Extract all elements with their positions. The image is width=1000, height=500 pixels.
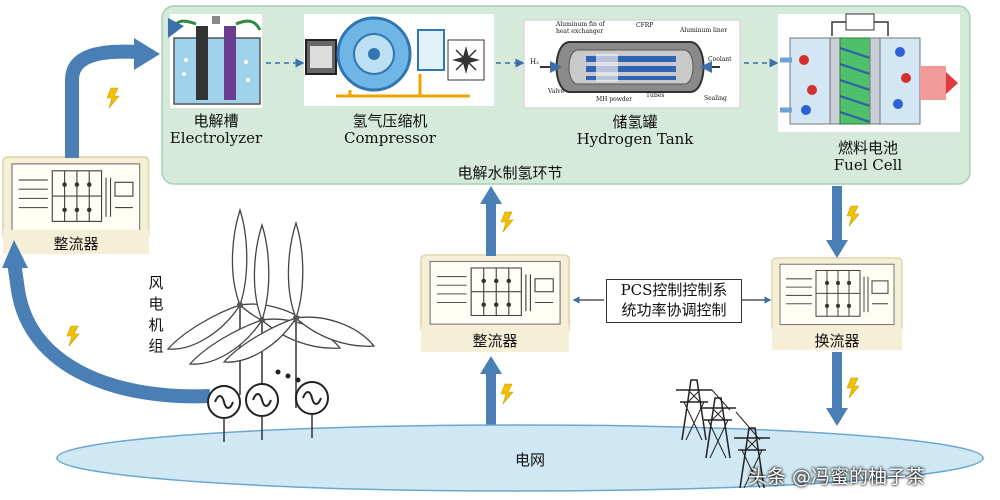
left-rectifier-label: 整流器 <box>53 235 99 253</box>
compressor-zh: 氢气压缩机 <box>352 112 428 130</box>
wind-turbines <box>167 209 375 411</box>
electrolyzer-zh: 电解槽 <box>193 112 239 130</box>
fuelcell-en: Fuel Cell <box>833 156 903 174</box>
wind-label-char-4: 组 <box>148 337 164 355</box>
compressor-picture <box>304 14 494 106</box>
tank-label-sealing: Sealing <box>704 95 727 102</box>
tank-label-cfrp: CFRP <box>636 22 654 29</box>
fuelcell-zh: 燃料电池 <box>837 139 898 157</box>
tank-label-mh: MH powder <box>596 96 633 103</box>
power-grid-ellipse <box>56 424 984 492</box>
compressor-en: Compressor <box>344 129 436 147</box>
tank-en: Hydrogen Tank <box>576 130 694 148</box>
electrolyzer-picture <box>167 14 262 108</box>
tank-label-h2: H₂ <box>530 58 539 66</box>
electrolyzer-en: Electrolyzer <box>169 129 263 147</box>
power-flow-arrows <box>2 38 848 428</box>
transmission-towers <box>675 379 771 489</box>
wind-label: 风 电 机 组 <box>146 273 166 357</box>
hydrogen-tank-picture <box>523 19 741 109</box>
tank-label-valve: Valve <box>548 88 565 95</box>
fuel-cell-picture <box>778 13 960 132</box>
mid-rectifier-box <box>420 254 571 334</box>
wind-label-char-2: 电 <box>148 295 164 313</box>
inverter-label: 换流器 <box>814 332 860 350</box>
wind-label-char-1: 风 <box>148 274 164 292</box>
wind-label-char-3: 机 <box>148 316 164 334</box>
pcs-control-box: PCS控制控制系 统功率协调控制 <box>606 279 742 323</box>
tank-label-fin: Aluminum fin of <box>556 21 605 28</box>
pcs-line-2: 统功率协调控制 <box>621 301 727 319</box>
tank-label-liner: Aluminum liner <box>680 27 728 34</box>
generators <box>207 369 329 443</box>
mid-rectifier-label: 整流器 <box>472 332 518 350</box>
grid-label: 电网 <box>514 451 545 469</box>
watermark: 头条 @冯蜜的柚子茶 <box>748 466 926 488</box>
tank-zh: 储氢罐 <box>612 113 658 131</box>
left-rectifier-box <box>2 156 150 241</box>
tank-label-fin2: heat exchanger <box>556 28 604 35</box>
inverter-box <box>771 257 903 334</box>
tank-label-coolant: Coolant <box>708 56 732 63</box>
section-title: 电解水制氢环节 <box>457 164 563 182</box>
tank-label-tubes: Tubes <box>646 92 665 99</box>
pcs-line-1: PCS控制控制系 <box>620 281 728 299</box>
